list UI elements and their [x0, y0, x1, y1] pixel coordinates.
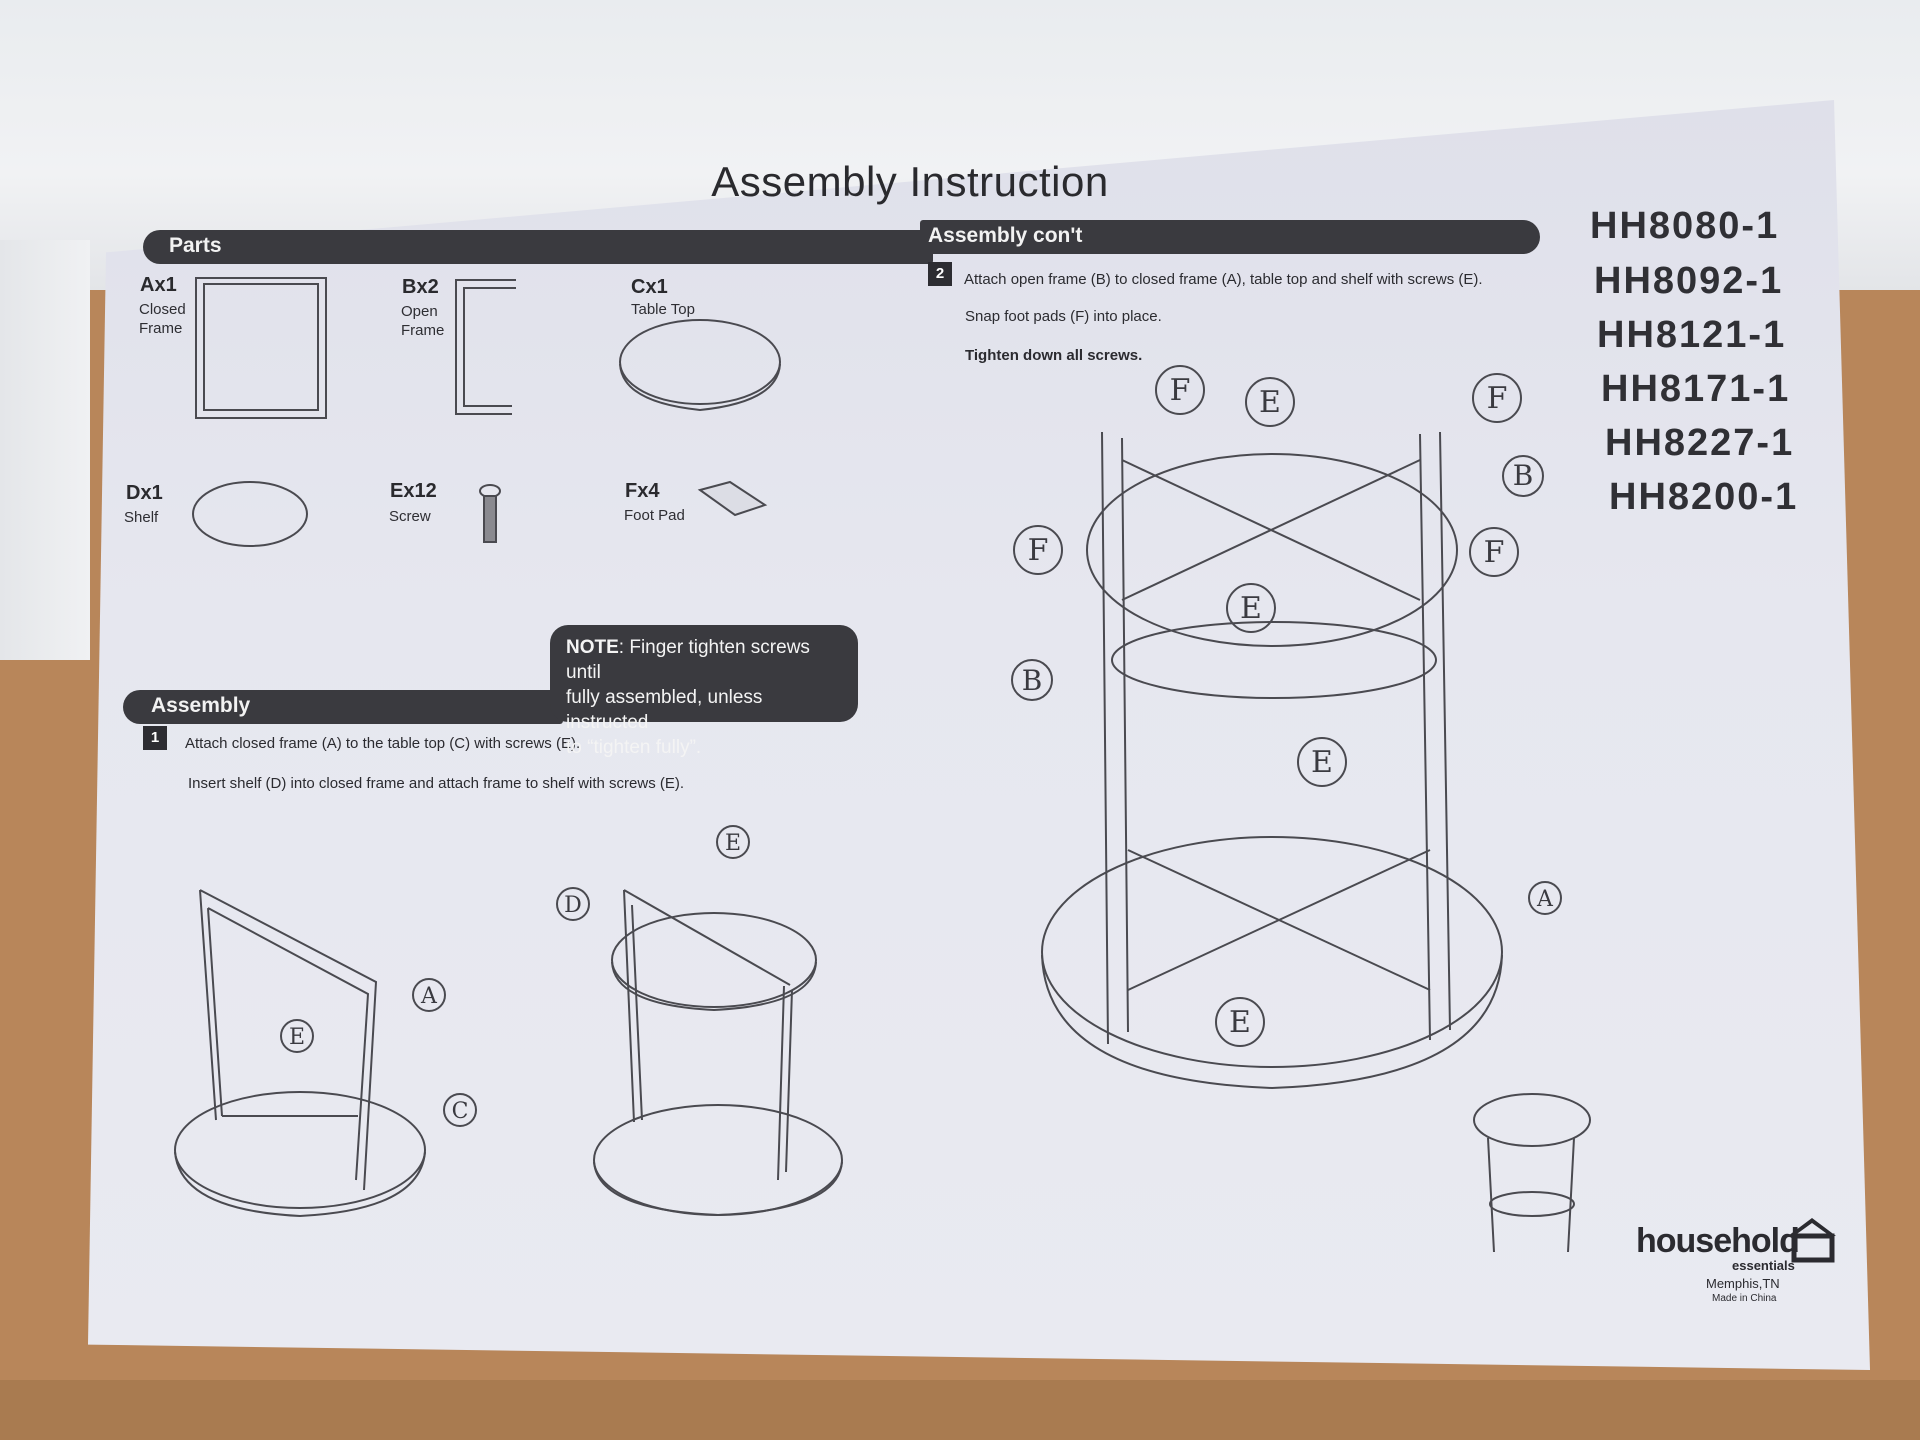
note-text3: to “tighten fully”.: [566, 737, 702, 758]
callout-e-step1b: [716, 825, 750, 859]
step2-line3: Tighten down all screws.: [965, 347, 1143, 364]
house-logo-icon: [1788, 1218, 1836, 1263]
table-top-edge: [619, 363, 781, 412]
part-b-code: Bx2: [402, 276, 439, 298]
part-b-name-line1: Open: [401, 303, 438, 320]
closed-frame-drawing: [195, 277, 327, 419]
part-f-name: Foot Pad: [624, 507, 685, 524]
callout-f-4-letter: F: [1484, 535, 1505, 570]
brand-city: Memphis,TN: [1706, 1276, 1780, 1291]
callout-e-4-letter: E: [1229, 1005, 1251, 1040]
assembly-section-bar: Assembly: [123, 690, 563, 724]
callout-e-1-letter: E: [1259, 385, 1281, 420]
table-top-drawing: [619, 319, 781, 405]
callout-e-2: [1226, 583, 1276, 633]
note-text1: : Finger tighten screws until: [566, 637, 810, 683]
part-a-name: Closed Frame: [139, 300, 186, 338]
shelf-drawing: [192, 481, 308, 547]
part-d-code: Dx1: [126, 482, 163, 504]
callout-e-step1b-letter: E: [725, 831, 741, 856]
note-label: NOTE: [566, 637, 619, 658]
callout-e-4: [1215, 997, 1265, 1047]
callout-c-step1-letter: C: [452, 1099, 469, 1124]
callout-f-2-letter: F: [1487, 381, 1508, 416]
brand-name: household: [1636, 1222, 1800, 1260]
assembly-cont-section-bar: Assembly con't: [920, 220, 1540, 254]
part-d-name: Shelf: [124, 509, 159, 526]
callout-b-1-letter: B: [1513, 459, 1534, 492]
part-f-code: Fx4: [625, 480, 660, 502]
part-b-name: Open Frame: [401, 302, 444, 340]
part-e-name: Screw: [389, 508, 431, 525]
step2-line1: Attach open frame (B) to closed frame (A…: [964, 271, 1483, 288]
parts-section-bar: Parts: [143, 230, 933, 264]
step1-line2: Insert shelf (D) into closed frame and a…: [188, 775, 685, 792]
model-number-1: HH8080-1: [1590, 205, 1780, 247]
assembly-section-label: Assembly: [151, 694, 251, 717]
part-c-name: Table Top: [631, 301, 695, 318]
callout-f-3-letter: F: [1028, 533, 1049, 568]
model-number-3: HH8121-1: [1597, 314, 1787, 356]
callout-e-3-letter: E: [1311, 745, 1333, 780]
screw-icon: [479, 484, 501, 543]
model-number-5: HH8227-1: [1605, 422, 1795, 464]
brand-logo: household essentials Memphis,TN Made in …: [1636, 1218, 1846, 1304]
assembly-cont-label: Assembly con't: [928, 224, 1083, 247]
note-text2: fully assembled, unless instructed: [566, 687, 763, 733]
callout-f-1-letter: F: [1170, 373, 1191, 408]
callout-f-4: [1469, 527, 1519, 577]
open-frame-drawing: [455, 279, 516, 415]
step2-number: 2: [928, 262, 952, 286]
cardboard-edge: [0, 1380, 1920, 1440]
callout-a-step1: [412, 978, 446, 1012]
callout-b-2-letter: B: [1022, 664, 1043, 697]
note-line1: NOTE: Finger tighten screws until: [566, 635, 842, 685]
callout-f-2: [1472, 373, 1522, 423]
part-a-name-line2: Frame: [139, 320, 183, 337]
part-a-code: Ax1: [140, 274, 177, 296]
callout-b-2: [1011, 659, 1053, 701]
part-b-name-line2: Frame: [401, 322, 445, 339]
callout-b-1: [1502, 455, 1544, 497]
callout-d-step1: [556, 887, 590, 921]
callout-f-3: [1013, 525, 1063, 575]
callout-f-1: [1155, 365, 1205, 415]
step1-shelf-drawing: [593, 889, 843, 1217]
callout-e-1: [1245, 377, 1295, 427]
model-number-6: HH8200-1: [1609, 476, 1799, 518]
foot-pad-drawing: [697, 480, 768, 517]
callout-e-step1-letter: E: [289, 1025, 305, 1050]
step2-line2: Snap foot pads (F) into place.: [965, 308, 1162, 325]
part-e-code: Ex12: [390, 480, 437, 502]
brand-sub: essentials: [1732, 1258, 1795, 1273]
finished-table-drawing: [1473, 1093, 1591, 1253]
model-number-2: HH8092-1: [1594, 260, 1784, 302]
foam-side: [0, 240, 90, 660]
page-title: Assembly Instruction: [711, 158, 1109, 205]
callout-e-3: [1297, 737, 1347, 787]
callout-a-2-letter: A: [1536, 887, 1554, 912]
step1-number: 1: [143, 726, 167, 750]
callout-a-step1-letter: A: [420, 984, 438, 1009]
callout-e-2-letter: E: [1240, 591, 1262, 626]
step1-line1: Attach closed frame (A) to the table top…: [185, 735, 581, 752]
model-number-4: HH8171-1: [1601, 368, 1791, 410]
callout-c-step1: [443, 1093, 477, 1127]
step1-frame-on-top-drawing: [174, 889, 426, 1218]
callout-d-step1-letter: D: [564, 893, 582, 918]
callout-e-step1: [280, 1019, 314, 1053]
part-a-name-line1: Closed: [139, 301, 186, 318]
step2-table-drawing: [1041, 431, 1503, 1090]
callout-a-2: [1528, 881, 1562, 915]
parts-section-label: Parts: [169, 234, 222, 257]
note-box: NOTE: Finger tighten screws until fully …: [550, 625, 858, 758]
brand-made: Made in China: [1712, 1293, 1777, 1304]
part-c-code: Cx1: [631, 276, 668, 298]
